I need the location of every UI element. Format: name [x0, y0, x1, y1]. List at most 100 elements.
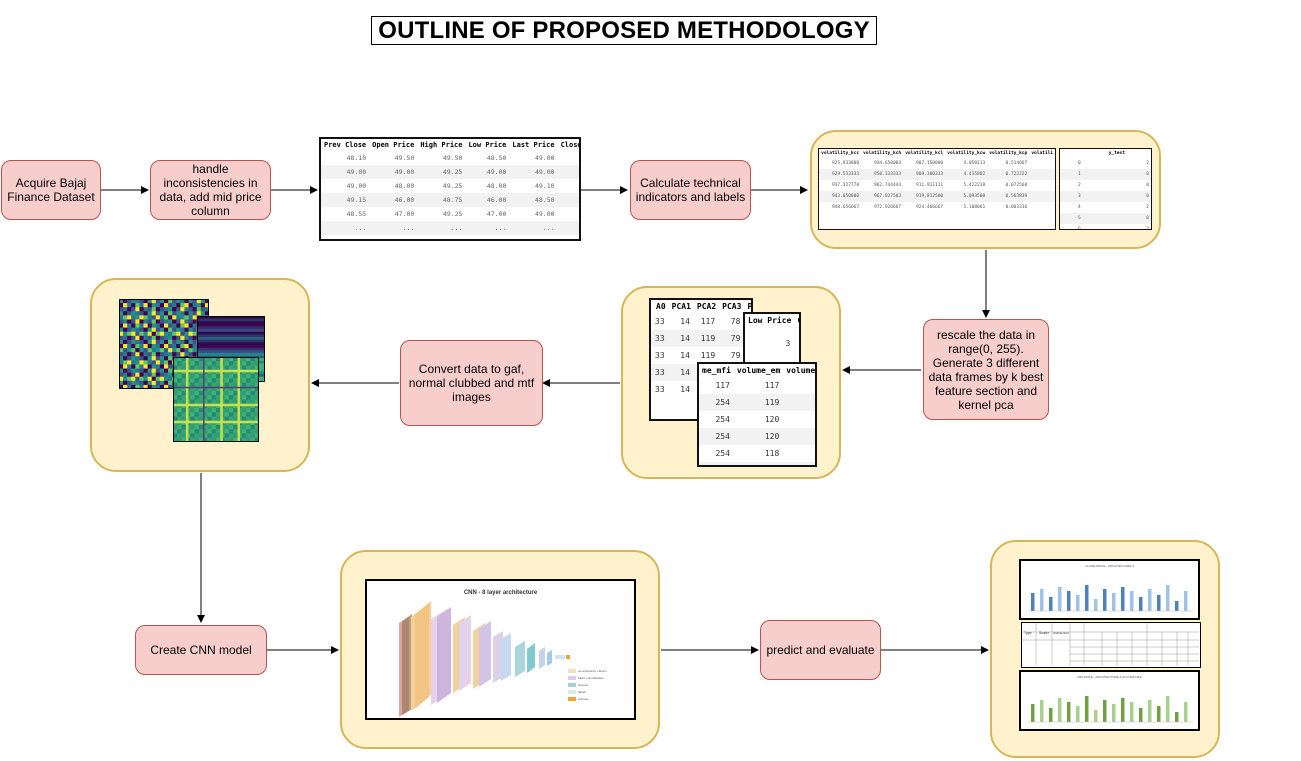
- gaf-pixel: [131, 323, 136, 328]
- gaf-pixel: [143, 380, 148, 386]
- mtf-pixel: [254, 399, 259, 405]
- gaf-pixel: [164, 299, 169, 304]
- gaf-pixel: [168, 364, 173, 369]
- table-cell: [1029, 202, 1055, 213]
- table-cell: 49.00: [509, 165, 558, 179]
- gaf-pixel: [164, 372, 169, 378]
- gaf-pixel: [123, 335, 128, 341]
- gaf-pixel: [172, 323, 177, 328]
- gaf-pixel: [155, 376, 161, 382]
- gaf-pixel: [176, 315, 181, 320]
- gaf-pixel: [155, 307, 161, 312]
- gaf-pixel: [164, 344, 169, 349]
- gaf-pixel: [147, 356, 153, 361]
- clubbed-band: [197, 345, 265, 348]
- table-row: .........: [699, 462, 815, 465]
- mtf-pixel: [224, 374, 230, 379]
- gaf-pixel: [139, 384, 144, 389]
- gaf-pixel: [172, 344, 177, 349]
- gaf-pixel: [135, 376, 140, 382]
- gaf-pixel: [155, 327, 161, 333]
- gaf-pixel: [151, 372, 157, 378]
- mtf-pixel: [228, 382, 234, 388]
- gaf-pixel: [159, 384, 165, 389]
- mtf-pixel: [194, 408, 200, 413]
- result-bar: [1121, 587, 1125, 611]
- table-cell: 0: [1082, 191, 1151, 202]
- mtf-pixel: [224, 395, 230, 400]
- gaf-pixel: [151, 311, 157, 316]
- table-cell: ...: [509, 221, 558, 235]
- gaf-pixel: [135, 360, 140, 365]
- close-price-chart: CLOSE PRICE - ARCHITECTURE 3: [1019, 559, 1200, 620]
- gaf-pixel: [127, 352, 132, 357]
- gaf-pixel: [168, 368, 173, 373]
- table-cell: 78: [730, 317, 741, 326]
- table-cell: 2: [1146, 161, 1149, 166]
- gaf-pixel: [143, 376, 148, 382]
- gaf-pixel: [176, 344, 181, 349]
- mtf-pixel: [216, 433, 221, 439]
- mtf-pixel: [173, 361, 178, 366]
- table-cell: 1: [1060, 169, 1083, 180]
- mtf-pixel: [207, 433, 212, 439]
- table-cell: 120: [733, 428, 784, 445]
- column-header: Close Price: [794, 314, 799, 327]
- gaf-pixel: [123, 364, 128, 369]
- gaf-pixel: [164, 384, 169, 389]
- mtf-pixel: [216, 386, 221, 392]
- mtf-pixel: [254, 429, 259, 434]
- mtf-pixel: [233, 416, 238, 422]
- gaf-pixel: [172, 335, 177, 341]
- gaf-pixel: [139, 352, 144, 357]
- mtf-pixel: [190, 437, 195, 442]
- mtf-pixel: [216, 412, 221, 417]
- mtf-pixel: [216, 378, 221, 383]
- mtf-pixel: [254, 408, 259, 413]
- gaf-pixel: [184, 335, 189, 341]
- gaf-pixel: [139, 311, 144, 316]
- result-bar: [1112, 593, 1116, 611]
- gaf-pixel: [188, 323, 193, 328]
- column-header: PCA1: [671, 302, 691, 311]
- mtf-pixel: [233, 395, 238, 400]
- convert-images-step: Convert data to gaf, normal clubbed and …: [400, 340, 543, 426]
- mtf-pixel: [233, 365, 238, 371]
- gaf-pixel: [192, 299, 198, 304]
- table-cell: 2: [1077, 183, 1081, 188]
- mtf-pixel: [203, 382, 208, 388]
- gaf-pixel: [168, 356, 173, 361]
- gaf-pixel: [139, 376, 144, 382]
- mtf-pixel: [198, 378, 204, 383]
- mtf-pixel: [190, 382, 195, 388]
- gaf-pixel: [135, 303, 140, 308]
- gaf-pixel: [151, 352, 157, 357]
- result-bar: [1076, 595, 1080, 611]
- table-cell: 6: [1077, 227, 1081, 230]
- gaf-pixel: [155, 335, 161, 341]
- gaf-pixel: [159, 327, 165, 333]
- table-cell: 49.00: [534, 210, 555, 218]
- table-cell: 911.911111: [916, 183, 944, 188]
- gaf-pixel: [155, 319, 161, 324]
- mtf-pixel: [254, 433, 259, 439]
- gaf-pixel: [168, 303, 173, 308]
- gaf-pixel: [139, 339, 144, 345]
- gaf-pixel: [119, 372, 124, 378]
- gaf-pixel: [164, 360, 169, 365]
- clubbed-band: [197, 321, 265, 325]
- mtf-pixel: [194, 433, 200, 439]
- table-cell: 48.55: [557, 193, 579, 207]
- gaf-pixel: [176, 327, 181, 333]
- result-bar: [1040, 589, 1044, 611]
- gaf-pixel: [180, 299, 185, 304]
- gaf-pixel: [143, 299, 148, 304]
- gaf-pixel: [119, 299, 124, 304]
- gaf-pixel: [184, 352, 189, 357]
- mtf-pixel: [194, 357, 200, 362]
- result-bar: [1184, 702, 1188, 722]
- cnn-legend-item: softmax: [578, 697, 589, 701]
- gaf-pixel: [172, 352, 177, 357]
